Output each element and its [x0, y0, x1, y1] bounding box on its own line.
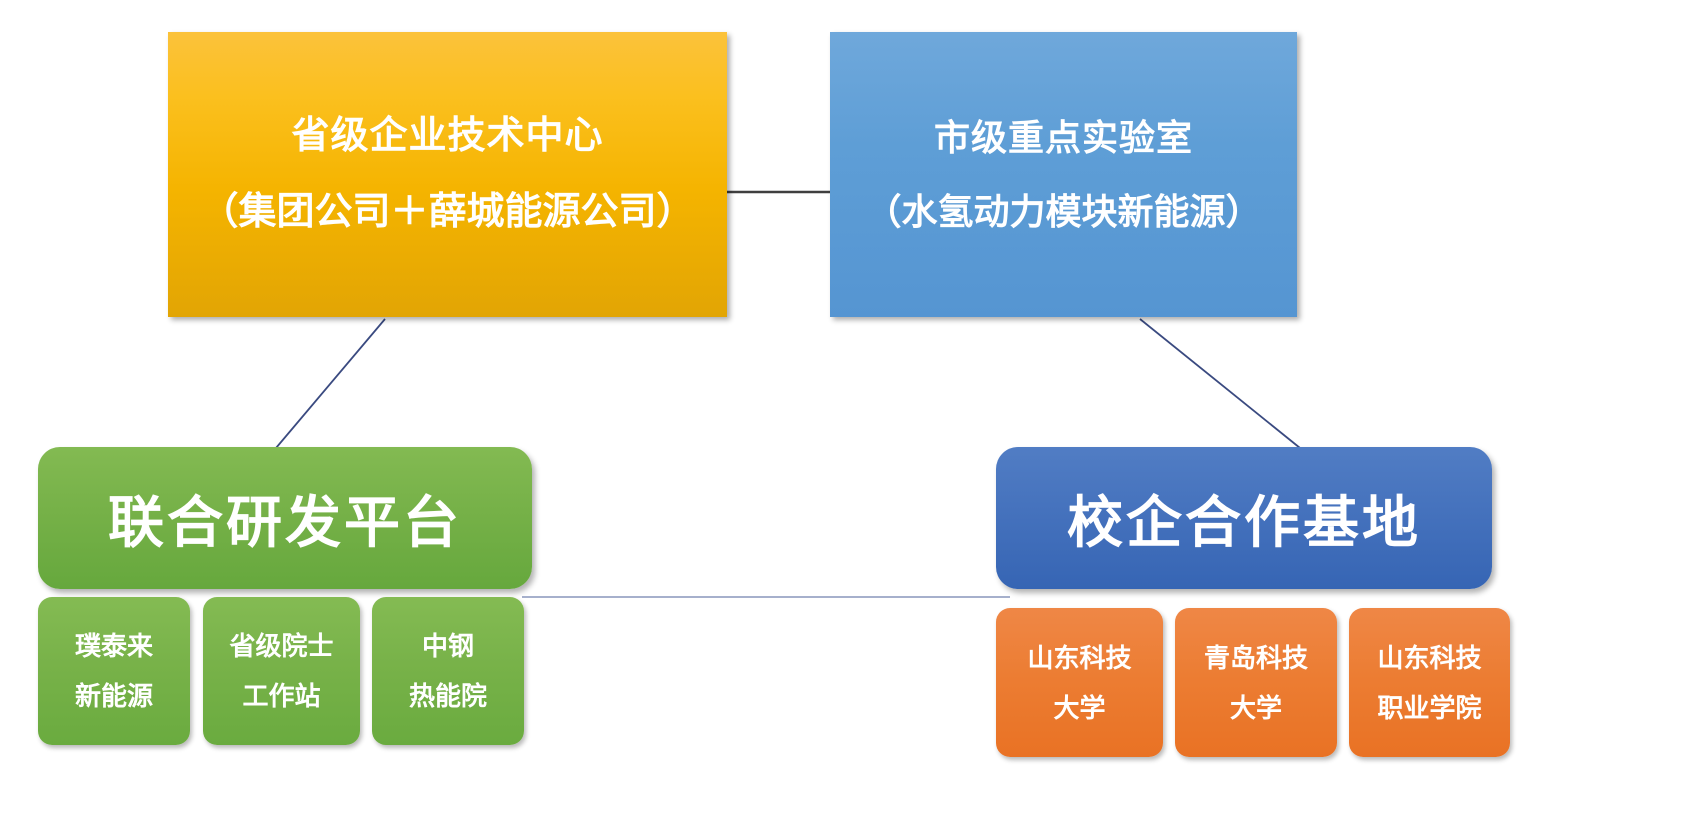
connector-city-key-lab-to-school-enterprise-base — [1139, 318, 1301, 449]
chip-university-partner-2-line-1: 青岛科技 — [1203, 642, 1308, 673]
chip-university-partner-1-line-2: 大学 — [1053, 692, 1106, 723]
chip-rd-partner-3[interactable]: 中钢 热能院 — [372, 597, 524, 745]
node-provincial-enterprise-technology-center[interactable]: 省级企业技术中心 （集团公司＋薛城能源公司） — [168, 32, 727, 317]
chip-university-partner-1-line-1: 山东科技 — [1027, 642, 1132, 673]
chip-university-partner-1[interactable]: 山东科技 大学 — [996, 608, 1163, 757]
chip-rd-partner-1-line-2: 新能源 — [74, 681, 153, 711]
chip-rd-partner-2-line-2: 工作站 — [242, 681, 321, 711]
node-school-enterprise-cooperation-base[interactable]: 校企合作基地 — [996, 447, 1492, 589]
node-city-key-laboratory[interactable]: 市级重点实验室 （水氢动力模块新能源） — [830, 32, 1297, 317]
provincial-center-title: 省级企业技术中心 — [291, 114, 604, 157]
city-key-lab-title: 市级重点实验室 — [933, 116, 1193, 158]
chip-university-partner-2-line-2: 大学 — [1229, 692, 1282, 723]
chip-rd-partner-2[interactable]: 省级院士 工作站 — [203, 597, 360, 745]
chip-rd-partner-2-line-1: 省级院士 — [229, 631, 334, 661]
chip-rd-partner-1-line-1: 璞泰来 — [74, 631, 153, 661]
chip-rd-partner-1[interactable]: 璞泰来 新能源 — [38, 597, 190, 745]
chip-university-partner-3[interactable]: 山东科技 职业学院 — [1349, 608, 1510, 757]
chip-university-partner-3-line-1: 山东科技 — [1377, 642, 1482, 673]
school-enterprise-base-label: 校企合作基地 — [1067, 490, 1421, 554]
joint-rd-platform-label: 联合研发平台 — [108, 490, 462, 554]
provincial-center-subtitle: （集团公司＋薛城能源公司） — [200, 190, 695, 233]
chip-university-partner-3-line-2: 职业学院 — [1377, 692, 1482, 723]
chip-university-partner-2[interactable]: 青岛科技 大学 — [1175, 608, 1337, 757]
node-joint-rd-platform[interactable]: 联合研发平台 — [38, 447, 532, 589]
connector-provincial-center-to-joint-rd-platform — [275, 318, 386, 449]
city-key-lab-subtitle: （水氢动力模块新能源） — [865, 190, 1262, 232]
chip-rd-partner-3-line-2: 热能院 — [408, 681, 487, 711]
chip-rd-partner-3-line-1: 中钢 — [421, 631, 474, 661]
